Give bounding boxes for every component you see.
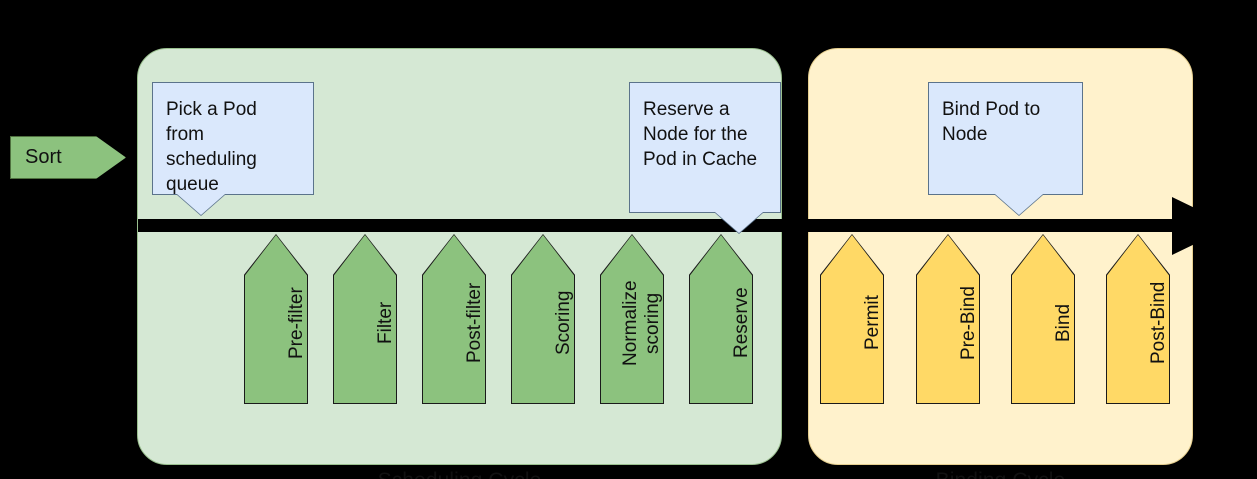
callout-reserve-a-node-text: Reserve a Node for the Pod in Cache xyxy=(643,99,758,170)
plugin-normalize-scoring: Normalize scoring xyxy=(600,234,664,404)
plugin-pre-bind: Pre-Bind xyxy=(916,234,980,404)
callout-tail-icon xyxy=(177,194,225,215)
timeline-arrowhead-icon xyxy=(1172,197,1232,255)
plugin-label: Post-Bind xyxy=(1148,281,1169,365)
callout-reserve-a-node: Reserve a Node for the Pod in Cache xyxy=(629,82,781,233)
callout-bind-pod-to-node-text: Bind Pod to Node xyxy=(942,99,1041,145)
plugin-post-filter: Post-filter xyxy=(422,234,486,404)
plugin-label: Filter xyxy=(375,301,396,345)
sort-arrow: Sort xyxy=(10,136,126,179)
plugin-fill xyxy=(512,235,574,403)
plugin-label: Bind xyxy=(1053,303,1074,343)
plugin-fill xyxy=(423,235,485,403)
plugin-fill xyxy=(1012,235,1074,403)
plugin-fill xyxy=(245,235,307,403)
plugin-post-bind: Post-Bind xyxy=(1106,234,1170,404)
plugin-scoring: Scoring xyxy=(511,234,575,404)
plugin-pre-filter: Pre-filter xyxy=(244,234,308,404)
plugin-label: Permit xyxy=(862,295,883,351)
sort-label: Sort xyxy=(25,146,62,168)
plugin-label: Reserve xyxy=(731,287,752,359)
plugin-label: Post-filter xyxy=(464,282,485,364)
plugin-permit: Permit xyxy=(820,234,884,404)
plugin-fill xyxy=(601,235,663,403)
plugin-fill xyxy=(1107,235,1169,403)
plugin-fill xyxy=(334,235,396,403)
timeline-bar xyxy=(138,219,1178,232)
callout-tail-icon xyxy=(995,194,1043,215)
binding-cycle-label: Binding Cycle xyxy=(809,469,1192,479)
plugin-bind: Bind xyxy=(1011,234,1075,404)
plugin-fill xyxy=(917,235,979,403)
plugin-label: Pre-filter xyxy=(286,287,307,359)
callout-pick-a-pod: Pick a Pod from scheduling queue xyxy=(152,82,314,215)
callout-pick-a-pod-text: Pick a Pod from scheduling queue xyxy=(166,99,257,195)
plugin-fill xyxy=(821,235,883,403)
scheduling-cycle-label: Scheduling Cycle xyxy=(138,469,781,479)
plugin-reserve: Reserve xyxy=(689,234,753,404)
callout-bind-pod-to-node: Bind Pod to Node xyxy=(928,82,1083,215)
plugin-label: Normalize scoring xyxy=(620,280,663,366)
callout-tail-icon xyxy=(715,212,763,233)
plugin-label: Pre-Bind xyxy=(958,286,979,360)
plugin-label: Scoring xyxy=(553,290,574,356)
plugin-fill xyxy=(690,235,752,403)
plugin-filter: Filter xyxy=(333,234,397,404)
